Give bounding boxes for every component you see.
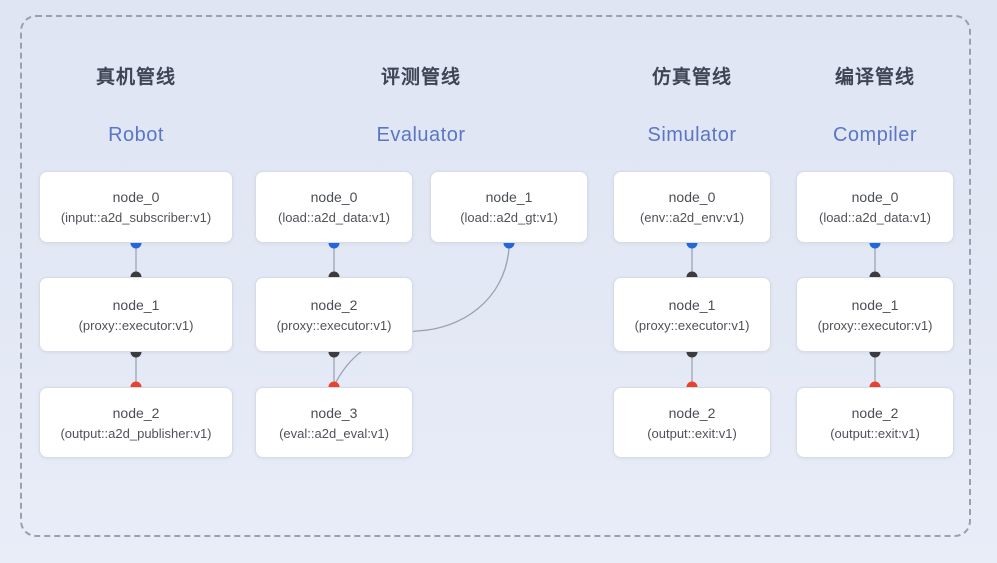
node-simulator-0: node_0 (env::a2d_env:v1) [613,171,771,243]
node-subtitle: (load::a2d_data:v1) [818,210,932,225]
pipeline-title-zh-robot: 真机管线 [95,67,176,88]
pipeline-title-zh-simulator: 仿真管线 [651,67,732,88]
node-title: node_2 [668,404,716,421]
node-title: node_1 [485,189,533,205]
node-subtitle: (proxy::executor:v1) [78,317,194,333]
node-title: node_3 [310,404,358,421]
node-robot-2: node_2 (output::a2d_publisher:v1) [39,387,233,458]
node-title: node_1 [668,296,716,313]
pipeline-title-en-simulator: Simulator [647,124,737,146]
node-simulator-1: node_1 (proxy::executor:v1) [613,277,771,352]
node-robot-1: node_1 (proxy::executor:v1) [39,277,233,352]
node-title: node_0 [112,189,160,205]
node-compiler-2: node_2 (output::exit:v1) [796,387,954,458]
node-evaluator-1: node_1 (load::a2d_gt:v1) [430,171,588,243]
pipeline-title-zh-compiler: 编译管线 [834,67,915,88]
node-subtitle: (input::a2d_subscriber:v1) [60,210,212,225]
pipeline-title-en-robot: Robot [108,124,164,146]
node-compiler-1: node_1 (proxy::executor:v1) [796,277,954,352]
node-compiler-0: node_0 (load::a2d_data:v1) [796,171,954,243]
pipeline-title-en-evaluator: Evaluator [376,124,466,146]
dashed-border-frame [20,15,971,537]
node-robot-0: node_0 (input::a2d_subscriber:v1) [39,171,233,243]
node-subtitle: (load::a2d_data:v1) [277,210,391,225]
node-subtitle: (output::a2d_publisher:v1) [60,425,212,441]
node-title: node_1 [851,296,899,313]
node-title: node_2 [310,296,358,313]
pipeline-title-en-compiler: Compiler [832,124,918,146]
node-evaluator-3: node_3 (eval::a2d_eval:v1) [255,387,413,458]
node-title: node_2 [112,404,160,421]
node-subtitle: (proxy::executor:v1) [817,317,933,333]
node-simulator-2: node_2 (output::exit:v1) [613,387,771,458]
node-title: node_0 [851,189,899,205]
node-subtitle: (proxy::executor:v1) [634,317,750,333]
node-title: node_0 [668,189,716,205]
node-title: node_2 [851,404,899,421]
node-evaluator-2: node_2 (proxy::executor:v1) [255,277,413,352]
node-subtitle: (load::a2d_gt:v1) [460,210,558,225]
node-evaluator-0: node_0 (load::a2d_data:v1) [255,171,413,243]
node-subtitle: (eval::a2d_eval:v1) [279,425,389,441]
node-subtitle: (env::a2d_env:v1) [639,210,745,225]
node-subtitle: (proxy::executor:v1) [276,317,392,333]
node-subtitle: (output::exit:v1) [830,425,920,441]
pipeline-title-zh-evaluator: 评测管线 [380,67,461,88]
node-title: node_1 [112,296,160,313]
node-title: node_0 [310,189,358,205]
node-subtitle: (output::exit:v1) [647,425,737,441]
